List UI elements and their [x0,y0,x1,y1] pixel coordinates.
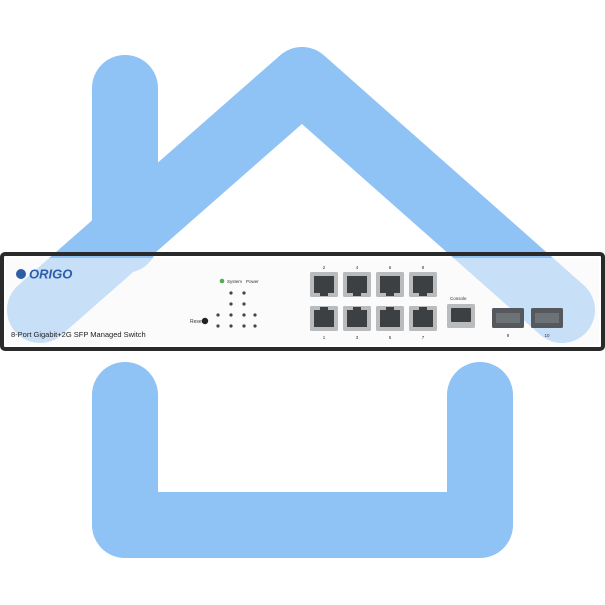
port-led [229,324,233,328]
sfp-port-number: 9 [507,333,510,338]
port-led [242,302,246,306]
house-walls [92,362,513,558]
console-port-cavity [451,308,471,322]
port-led [242,324,246,328]
rj45-port-group [310,272,437,331]
port-number-top: 4 [356,265,359,270]
brand-mark-icon [16,269,26,279]
reset-button[interactable] [201,317,209,325]
port-number-top: 8 [422,265,425,270]
sfp-cage-inner [496,313,520,323]
console-label: Console [450,296,467,301]
rj45-port-cavity [347,276,367,296]
port-led [253,324,257,328]
led-header-system: System [227,279,242,284]
network-switch: ORIGO 8-Port Gigabit+2G SFP Managed Swit… [0,252,605,351]
port-led-matrix [216,291,257,328]
top-port-labels: 2 4 6 8 [323,265,425,270]
sfp-port-number: 10 [544,333,550,338]
brand-name: ORIGO [29,267,72,282]
rj45-port-cavity [413,276,433,296]
port-number-bottom: 1 [323,335,326,340]
switch-front-panel [6,258,599,345]
led-header-power: Power [246,279,259,284]
house-outline-icon [7,47,595,558]
bottom-port-labels: 1 3 5 7 [323,335,425,340]
sfp-cage-inner [535,313,559,323]
status-led [219,278,225,284]
brand-logo: ORIGO [16,267,72,282]
led-header: System Power [219,278,259,284]
rj45-port-cavity [413,307,433,327]
port-led [216,313,220,317]
rj45-port-cavity [314,276,334,296]
reset-label: Reset [190,319,204,325]
sfp-port-group: 9 10 [492,308,563,338]
port-led [229,291,233,295]
switch-chassis [0,252,605,351]
port-led [229,313,233,317]
rj45-port-cavity [380,276,400,296]
port-number-top: 2 [323,265,326,270]
port-number-top: 6 [389,265,392,270]
port-number-bottom: 5 [389,335,392,340]
port-led [216,324,220,328]
rj45-port-cavity [380,307,400,327]
port-number-bottom: 3 [356,335,359,340]
port-led [253,313,257,317]
port-led [242,313,246,317]
console-port-group: Console [447,296,475,328]
port-led [242,291,246,295]
port-led [229,302,233,306]
rj45-port-cavity [314,307,334,327]
model-label: 8-Port Gigabit+2G SFP Managed Switch [11,330,146,339]
port-number-bottom: 7 [422,335,425,340]
reset-control[interactable]: Reset [190,317,209,325]
rj45-port-cavity [347,307,367,327]
